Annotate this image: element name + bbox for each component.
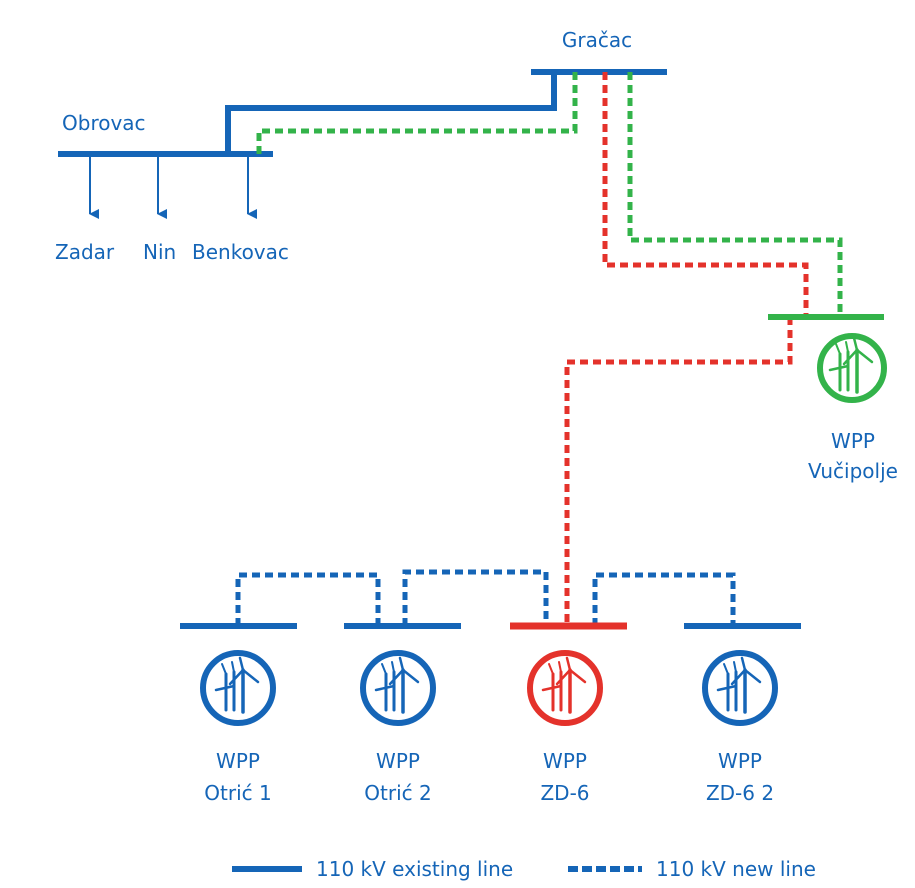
legend-existing-label: 110 kV existing line bbox=[316, 857, 513, 881]
wpp-zd6-line2: ZD-6 bbox=[540, 781, 589, 805]
wpp-otric1-line2: Otrić 1 bbox=[204, 781, 271, 805]
label-obrovac: Obrovac bbox=[62, 111, 146, 135]
wpp-otric2-line1: WPP bbox=[376, 749, 420, 773]
label-nin: Nin bbox=[143, 240, 176, 264]
legend-new-label: 110 kV new line bbox=[656, 857, 816, 881]
wpp-zd6-line1: WPP bbox=[543, 749, 587, 773]
wpp-vucipolje-line2: Vučipolje bbox=[808, 459, 898, 483]
label-gracac: Gračac bbox=[562, 28, 632, 52]
wpp-zd6: WPP ZD-6 bbox=[527, 650, 603, 805]
wind-turbine-icon bbox=[200, 650, 276, 726]
wpp-zd62-line1: WPP bbox=[718, 749, 762, 773]
blue-new-lines bbox=[235, 569, 736, 626]
line-otric2-zd6 bbox=[402, 569, 549, 626]
line-obrovac-gracac bbox=[225, 72, 557, 154]
line-zd6-zd62 bbox=[592, 572, 736, 626]
wind-turbine-icon bbox=[702, 650, 778, 726]
red-new-lines bbox=[564, 72, 809, 626]
wpp-zd62-line2: ZD-6 2 bbox=[706, 781, 774, 805]
green-new-lines bbox=[256, 72, 843, 317]
legend: 110 kV existing line 110 kV new line bbox=[232, 857, 816, 881]
wpp-otric1: WPP Otrić 1 bbox=[200, 650, 276, 805]
label-benkovac: Benkovac bbox=[192, 240, 289, 264]
wpp-zd62: WPP ZD-6 2 bbox=[702, 650, 778, 805]
line-otric1-otric2 bbox=[235, 572, 381, 626]
wind-turbine-icon bbox=[817, 333, 887, 403]
line-gracac-vucipolje bbox=[627, 72, 843, 317]
wpp-otric2: WPP Otrić 2 bbox=[360, 650, 436, 805]
obrovac-feeders bbox=[89, 154, 257, 219]
wpp-otric1-line1: WPP bbox=[216, 749, 260, 773]
node-labels: Gračac Obrovac Zadar Nin Benkovac bbox=[55, 28, 632, 264]
label-zadar: Zadar bbox=[55, 240, 115, 264]
wpp-otric2-line2: Otrić 2 bbox=[364, 781, 431, 805]
wind-turbine-icon bbox=[360, 650, 436, 726]
line-vucipolje-zd6 bbox=[564, 317, 793, 626]
existing-lines bbox=[58, 69, 801, 629]
wind-turbine-icon bbox=[527, 650, 603, 726]
wpp-vucipolje: WPP Vučipolje bbox=[808, 333, 898, 483]
line-obrovac-gracac-new bbox=[256, 72, 578, 154]
wpp-vucipolje-line1: WPP bbox=[831, 429, 875, 453]
line-gracac-vucipolje-red bbox=[602, 72, 809, 317]
